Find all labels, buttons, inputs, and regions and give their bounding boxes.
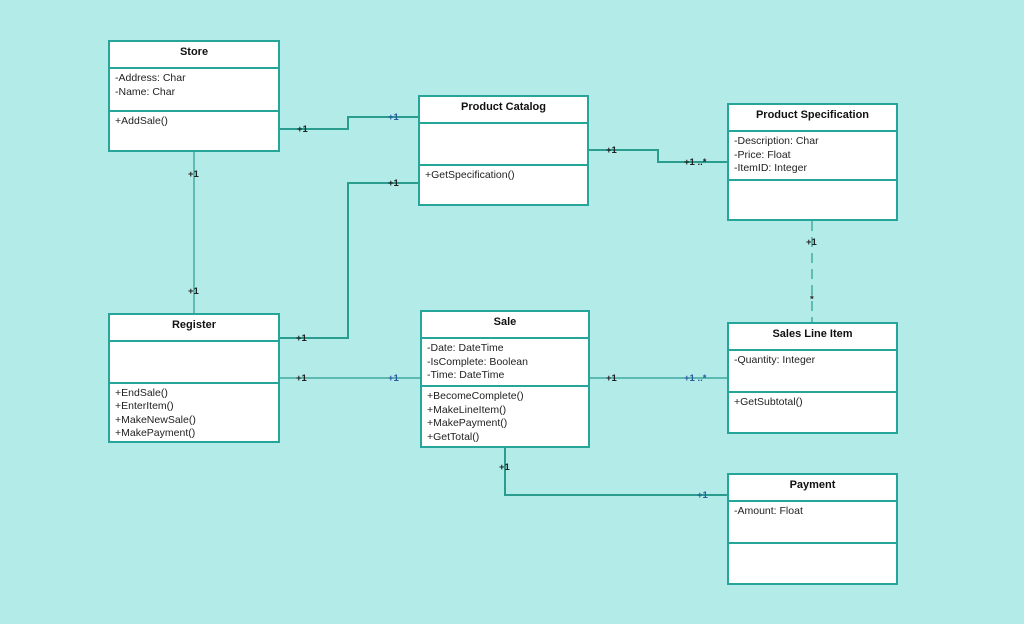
class-sale-attributes: -Date: DateTime -IsComplete: Boolean -Ti… bbox=[422, 339, 588, 387]
attribute: -Name: Char bbox=[115, 85, 176, 98]
class-payment[interactable]: Payment -Amount: Float bbox=[727, 473, 898, 585]
class-payment-operations bbox=[729, 544, 896, 583]
multiplicity-label: +1 bbox=[297, 124, 308, 135]
class-register-name: Register bbox=[110, 315, 278, 342]
assoc-catalog-spec bbox=[588, 149, 727, 163]
assoc-register-catalog bbox=[280, 182, 418, 339]
attribute: -Price: Float bbox=[734, 148, 791, 161]
attribute: -Address: Char bbox=[115, 72, 186, 84]
multiplicity-label: * bbox=[810, 294, 814, 305]
multiplicity-label: +1 bbox=[606, 145, 617, 156]
class-store-operations: +AddSale() bbox=[110, 112, 278, 150]
class-sale-name: Sale bbox=[422, 312, 588, 339]
operation: +AddSale() bbox=[115, 115, 168, 127]
class-product-specification[interactable]: Product Specification -Description: Char… bbox=[727, 103, 898, 221]
multiplicity-label: +1 bbox=[806, 237, 817, 248]
operation: +EnterItem() bbox=[115, 400, 174, 413]
class-payment-name: Payment bbox=[729, 475, 896, 502]
class-sale[interactable]: Sale -Date: DateTime -IsComplete: Boolea… bbox=[420, 310, 590, 448]
class-register-operations: +EndSale() +EnterItem() +MakeNewSale() +… bbox=[110, 384, 278, 441]
multiplicity-label: +1 ..* bbox=[684, 157, 707, 168]
operation: +EndSale() bbox=[115, 386, 168, 399]
class-product-catalog-name: Product Catalog bbox=[420, 97, 587, 124]
attribute: -Description: Char bbox=[734, 135, 819, 147]
attribute: -Quantity: Integer bbox=[734, 354, 816, 366]
class-sales-line-item-name: Sales Line Item bbox=[729, 324, 896, 351]
class-register[interactable]: Register +EndSale() +EnterItem() +MakeNe… bbox=[108, 313, 280, 443]
attribute: -IsComplete: Boolean bbox=[427, 355, 528, 368]
multiplicity-label: +1 bbox=[388, 112, 399, 123]
operation: +GetSpecification() bbox=[425, 169, 515, 181]
class-product-specification-attributes: -Description: Char -Price: Float -ItemID… bbox=[729, 132, 896, 181]
attribute: -Time: DateTime bbox=[427, 369, 505, 382]
class-store-attributes: -Address: Char -Name: Char bbox=[110, 69, 278, 112]
operation: +MakeLineItem() bbox=[427, 403, 507, 416]
operation: +GetSubtotal() bbox=[734, 396, 803, 408]
multiplicity-label: +1 bbox=[188, 169, 199, 180]
attribute: -Date: DateTime bbox=[427, 342, 504, 354]
attribute: -Amount: Float bbox=[734, 505, 803, 517]
class-product-specification-name: Product Specification bbox=[729, 105, 896, 132]
class-register-attributes bbox=[110, 342, 278, 384]
class-sales-line-item[interactable]: Sales Line Item -Quantity: Integer +GetS… bbox=[727, 322, 898, 434]
class-payment-attributes: -Amount: Float bbox=[729, 502, 896, 544]
attribute: -ItemID: Integer bbox=[734, 162, 807, 175]
multiplicity-label: +1 bbox=[296, 373, 307, 384]
class-product-specification-operations bbox=[729, 181, 896, 219]
operation: +BecomeComplete() bbox=[427, 390, 524, 402]
operation: +GetTotal() bbox=[427, 430, 480, 443]
class-sales-line-item-operations: +GetSubtotal() bbox=[729, 393, 896, 432]
class-store-name: Store bbox=[110, 42, 278, 69]
class-product-catalog-operations: +GetSpecification() bbox=[420, 166, 587, 204]
multiplicity-label: +1 bbox=[388, 178, 399, 189]
multiplicity-label: +1 bbox=[606, 373, 617, 384]
class-sale-operations: +BecomeComplete() +MakeLineItem() +MakeP… bbox=[422, 387, 588, 446]
operation: +MakePayment() bbox=[427, 417, 508, 430]
multiplicity-label: +1 bbox=[388, 373, 399, 384]
operation: +MakePayment() bbox=[115, 427, 196, 440]
class-sales-line-item-attributes: -Quantity: Integer bbox=[729, 351, 896, 393]
class-product-catalog[interactable]: Product Catalog +GetSpecification() bbox=[418, 95, 589, 206]
multiplicity-label: +1 bbox=[296, 333, 307, 344]
multiplicity-label: +1 ..* bbox=[684, 373, 707, 384]
multiplicity-label: +1 bbox=[697, 490, 708, 501]
class-store[interactable]: Store -Address: Char -Name: Char +AddSal… bbox=[108, 40, 280, 152]
multiplicity-label: +1 bbox=[499, 462, 510, 473]
assoc-sale-payment bbox=[504, 448, 727, 496]
class-product-catalog-attributes bbox=[420, 124, 587, 166]
multiplicity-label: +1 bbox=[188, 286, 199, 297]
assoc-store-catalog bbox=[278, 116, 418, 130]
operation: +MakeNewSale() bbox=[115, 413, 196, 426]
